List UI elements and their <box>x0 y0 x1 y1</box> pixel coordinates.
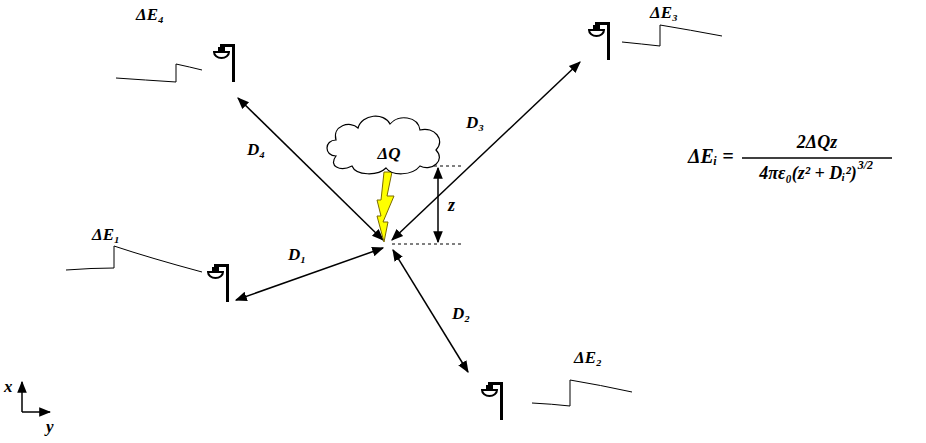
signal-label: ΔE₄ <box>136 6 164 23</box>
sensor-station <box>214 44 235 82</box>
lightning-bolt <box>377 172 394 242</box>
distance-arrows <box>236 62 580 372</box>
cloud-outline <box>322 110 448 176</box>
formula-denominator: 4πε₀(z² + Dᵢ²) <box>759 164 857 182</box>
height-label: z <box>448 196 455 214</box>
signal-label: ΔE₁ <box>92 226 120 243</box>
distance-label: D₁ <box>288 246 306 263</box>
waveforms <box>66 25 722 406</box>
distance-label: D₂ <box>452 305 470 322</box>
sensor-station <box>208 264 229 302</box>
height-dimension <box>392 166 462 244</box>
formula-exponent: 3/2 <box>858 159 873 171</box>
charge-cloud: ΔQ <box>322 110 448 176</box>
sensor-station <box>482 382 503 420</box>
formula-lhs: ΔEᵢ = <box>688 146 734 166</box>
axes <box>22 382 50 412</box>
sensor-station <box>589 22 610 60</box>
signal-label: ΔE₂ <box>574 349 602 366</box>
distance-label: D₄ <box>247 141 265 158</box>
signal-label: ΔE₃ <box>650 4 678 21</box>
charge-label: ΔQ <box>378 145 401 162</box>
formula-numerator: 2ΔQz <box>797 133 837 151</box>
axis-label: x <box>4 378 13 395</box>
distance-label: D₃ <box>466 114 484 131</box>
axis-label: y <box>46 418 54 435</box>
